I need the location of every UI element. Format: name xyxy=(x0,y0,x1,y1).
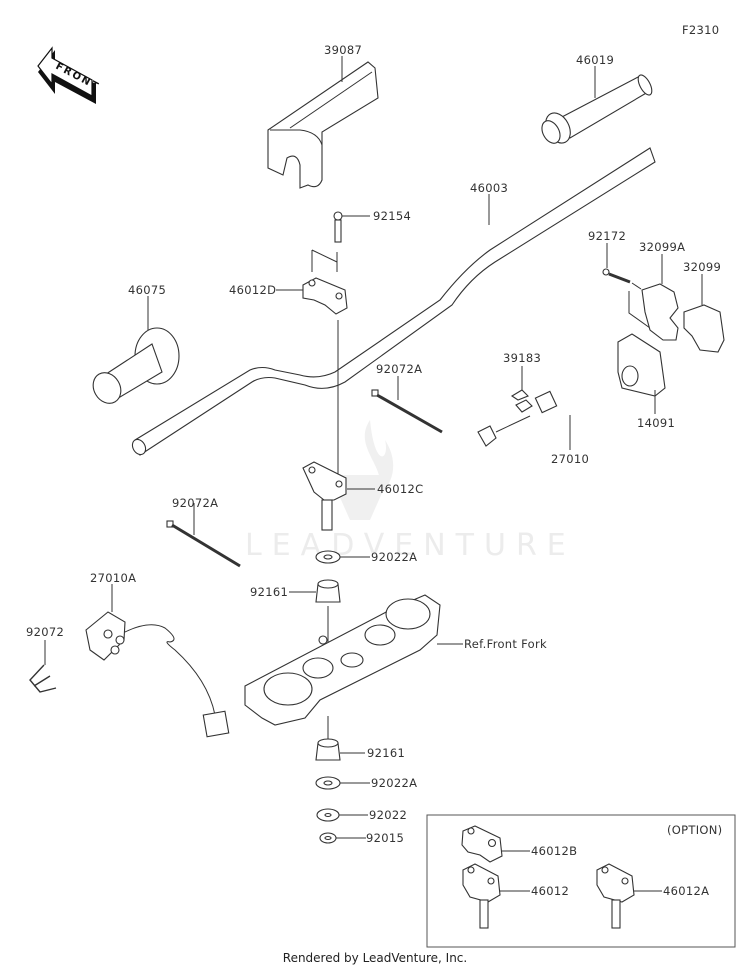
part-32099A-housing[interactable]: 32099A xyxy=(639,240,685,341)
label-27010A: 27010A xyxy=(90,571,136,585)
part-92072A-tie-upper[interactable]: 92072A xyxy=(371,362,443,434)
diagram-code: F2310 xyxy=(682,23,719,37)
part-46012B-clamp[interactable]: 46012B xyxy=(461,825,577,863)
part-39183-clip[interactable]: 39183 xyxy=(503,351,541,413)
part-92022-washer[interactable]: 92022 xyxy=(316,808,407,822)
label-92022A-bottom: 92022A xyxy=(371,776,417,790)
label-32099A: 32099A xyxy=(639,240,685,254)
part-32099-housing[interactable]: 32099 xyxy=(683,260,725,353)
part-92022A-washer-top[interactable]: 92022A xyxy=(315,550,417,564)
part-39087-handlebar-pad[interactable]: 39087 xyxy=(267,43,379,189)
part-46019-throttle-grip[interactable]: 46019 xyxy=(538,53,654,147)
label-14091: 14091 xyxy=(637,416,675,430)
label-46012B: 46012B xyxy=(531,844,577,858)
part-92015-nut[interactable]: 92015 xyxy=(319,831,404,845)
watermark: LEADVENTURE xyxy=(245,420,576,563)
label-46012: 46012 xyxy=(531,884,569,898)
part-46075-grip[interactable]: 46075 xyxy=(88,283,180,408)
label-92172: 92172 xyxy=(588,229,626,243)
label-46012A: 46012A xyxy=(663,884,709,898)
label-46003: 46003 xyxy=(470,181,508,195)
part-92154-bolt[interactable]: 92154 xyxy=(333,209,411,243)
label-92015: 92015 xyxy=(366,831,404,845)
front-arrow-icon: FRONT xyxy=(37,46,101,104)
label-46019: 46019 xyxy=(576,53,614,67)
watermark-text: LEADVENTURE xyxy=(245,528,576,563)
label-46075: 46075 xyxy=(128,283,166,297)
part-92161-rubber-bottom[interactable]: 92161 xyxy=(315,738,405,761)
part-46003-handlebar[interactable]: 46003 xyxy=(130,147,656,457)
part-92172-screw[interactable]: 92172 xyxy=(588,229,651,329)
part-27010A-switch[interactable]: 27010A xyxy=(85,571,230,738)
label-39183: 39183 xyxy=(503,351,541,365)
option-box-title: (OPTION) xyxy=(667,823,722,837)
option-box: (OPTION) 46012B 46012 46012A xyxy=(426,814,736,948)
part-46012-holder[interactable]: 46012 xyxy=(462,863,569,929)
label-92022A-top: 92022A xyxy=(371,550,417,564)
label-92072A-upper: 92072A xyxy=(376,362,422,376)
part-27010-lead[interactable]: 27010 xyxy=(477,390,589,466)
footer-credit: Rendered by LeadVenture, Inc. xyxy=(282,951,468,965)
label-27010: 27010 xyxy=(551,452,589,466)
label-32099: 32099 xyxy=(683,260,721,274)
label-46012C: 46012C xyxy=(377,482,423,496)
label-92161-bottom: 92161 xyxy=(367,746,405,760)
label-92022: 92022 xyxy=(369,808,407,822)
part-14091-cover[interactable]: 14091 xyxy=(617,333,675,430)
part-92072-clamp[interactable]: 92072 xyxy=(26,625,64,693)
label-46012D: 46012D xyxy=(229,283,276,297)
part-46012C-holder[interactable]: 46012C xyxy=(302,461,423,531)
part-46012A-holder[interactable]: 46012A xyxy=(596,863,709,929)
label-ref-front-fork: Ref.Front Fork xyxy=(464,637,547,651)
part-steering-stem-head[interactable]: Ref.Front Fork xyxy=(244,594,547,740)
part-92022A-washer-bottom[interactable]: 92022A xyxy=(315,776,417,790)
part-92072A-tie-left[interactable]: 92072A xyxy=(166,496,241,568)
label-92161-top: 92161 xyxy=(250,585,288,599)
part-92161-rubber-top[interactable]: 92161 xyxy=(250,579,341,680)
label-92154: 92154 xyxy=(373,209,411,223)
label-92072A-left: 92072A xyxy=(172,496,218,510)
label-92072: 92072 xyxy=(26,625,64,639)
part-46012D-clamp[interactable]: 46012D xyxy=(229,249,348,480)
label-39087: 39087 xyxy=(324,43,362,57)
